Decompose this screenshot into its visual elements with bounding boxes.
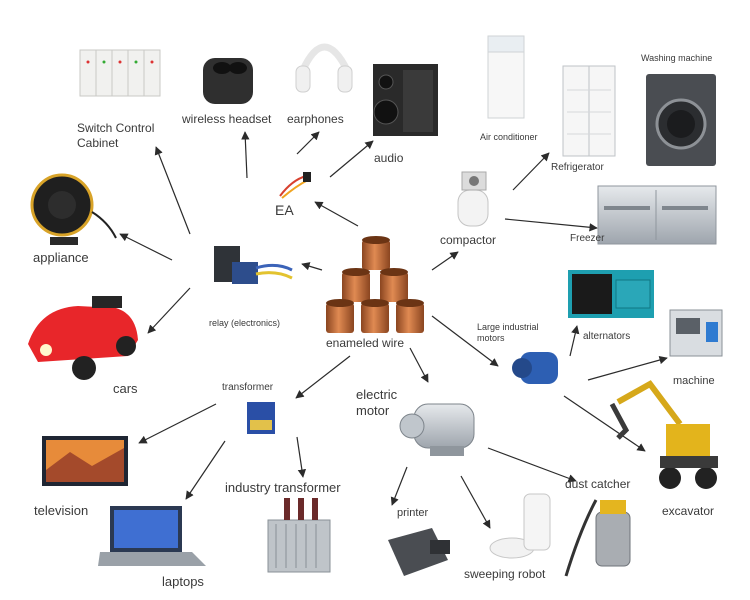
arrow-motors-to-excavator — [563, 395, 646, 452]
air-conditioner-image — [487, 35, 525, 119]
center-label: enameled wire — [326, 336, 405, 350]
washing-machine-label: Washing machine — [641, 53, 713, 63]
ea-label: EA — [275, 202, 294, 218]
appliance-image — [30, 173, 117, 245]
compactor-label: compactor — [440, 233, 497, 247]
industry-transformer-label: industry transformer — [225, 480, 341, 495]
earphones-label: earphones — [287, 112, 344, 126]
dust-catcher-image — [564, 499, 631, 577]
arrow-relay-to-appliance — [119, 233, 173, 261]
industry-transformer-image — [267, 498, 331, 573]
arrow-ea-to-earphones — [296, 131, 320, 155]
washing-machine-image — [646, 74, 716, 166]
wireless-headset-image — [203, 58, 253, 104]
large-motor-image — [512, 352, 558, 384]
sweeping-robot-label: sweeping robot — [464, 567, 546, 581]
air-conditioner-label: Air conditioner — [480, 132, 538, 142]
audio-label: audio — [374, 151, 404, 165]
transformer-label: transformer — [222, 382, 274, 393]
switch-cabinet-image — [79, 49, 161, 97]
television-label: television — [34, 503, 89, 518]
earphones-image — [295, 43, 353, 93]
arrow-compactor-to-freezer — [504, 218, 598, 232]
alternators-label: alternators — [583, 331, 631, 342]
arrow-relay-to-cars — [147, 287, 191, 334]
arrow-transformer-to-industry — [296, 436, 307, 478]
printer-label: printer — [397, 507, 429, 519]
enameled-wire-spools-image — [326, 236, 424, 333]
arrow-ea-to-audio — [329, 140, 374, 178]
freezer-label: Freezer — [570, 233, 605, 244]
connector-arrows — [119, 131, 668, 529]
freezer-image — [597, 185, 717, 245]
dust-catcher-label: dust catcher — [565, 477, 631, 491]
arrow-relay-to-headset — [241, 131, 250, 179]
arrow-center-to-transformer — [295, 355, 351, 399]
laptop-image — [98, 506, 206, 566]
audio-speaker-image — [373, 64, 438, 136]
relay-image — [214, 246, 293, 284]
arrow-transformer-to-laptops — [185, 440, 226, 500]
arrow-motors-to-alternators — [569, 325, 580, 357]
alternator-image — [568, 270, 654, 318]
printer-image — [388, 528, 450, 576]
appliance-label: appliance — [33, 250, 89, 265]
arrow-center-to-electric-motor — [409, 347, 429, 383]
small-transformer-image — [247, 402, 275, 434]
arrow-center-to-relay — [301, 262, 323, 271]
arrow-motors-to-machine — [587, 355, 668, 381]
arrow-center-to-large-motors — [431, 315, 499, 367]
arrow-relay-to-cabinet — [154, 146, 191, 235]
car-image — [28, 296, 138, 380]
electric-motor-label: electric motor — [356, 387, 398, 419]
arrow-compactor-to-refrigerator — [512, 152, 550, 191]
refrigerator-image — [562, 65, 616, 157]
compactor-image — [457, 171, 489, 227]
electric-motor-image — [399, 403, 475, 456]
excavator-label: excavator — [662, 504, 715, 518]
cars-label: cars — [113, 381, 138, 396]
wireless-headset-label: wireless headset — [182, 112, 272, 126]
machine-image — [669, 309, 723, 357]
arrow-center-to-ea — [314, 201, 359, 227]
arrow-transformer-to-television — [138, 403, 217, 444]
refrigerator-label: Refrigerator — [551, 162, 604, 173]
switch-cabinet-label: Switch Control Cabinet — [77, 121, 155, 150]
relay-label: relay (electronics) — [209, 318, 281, 328]
arrow-motor-to-printer — [390, 466, 408, 506]
sweeping-robot-image — [489, 493, 551, 559]
ea-connector-image — [279, 172, 311, 199]
television-image — [42, 436, 128, 486]
arrow-center-to-compactor — [431, 251, 459, 271]
excavator-image — [609, 380, 718, 489]
laptops-label: laptops — [162, 574, 204, 589]
large-motors-label: Large industrial motors — [477, 322, 539, 344]
arrow-motor-to-dust-catcher — [487, 447, 577, 483]
machine-label: machine — [673, 375, 715, 387]
arrow-motor-to-robot — [460, 475, 491, 529]
